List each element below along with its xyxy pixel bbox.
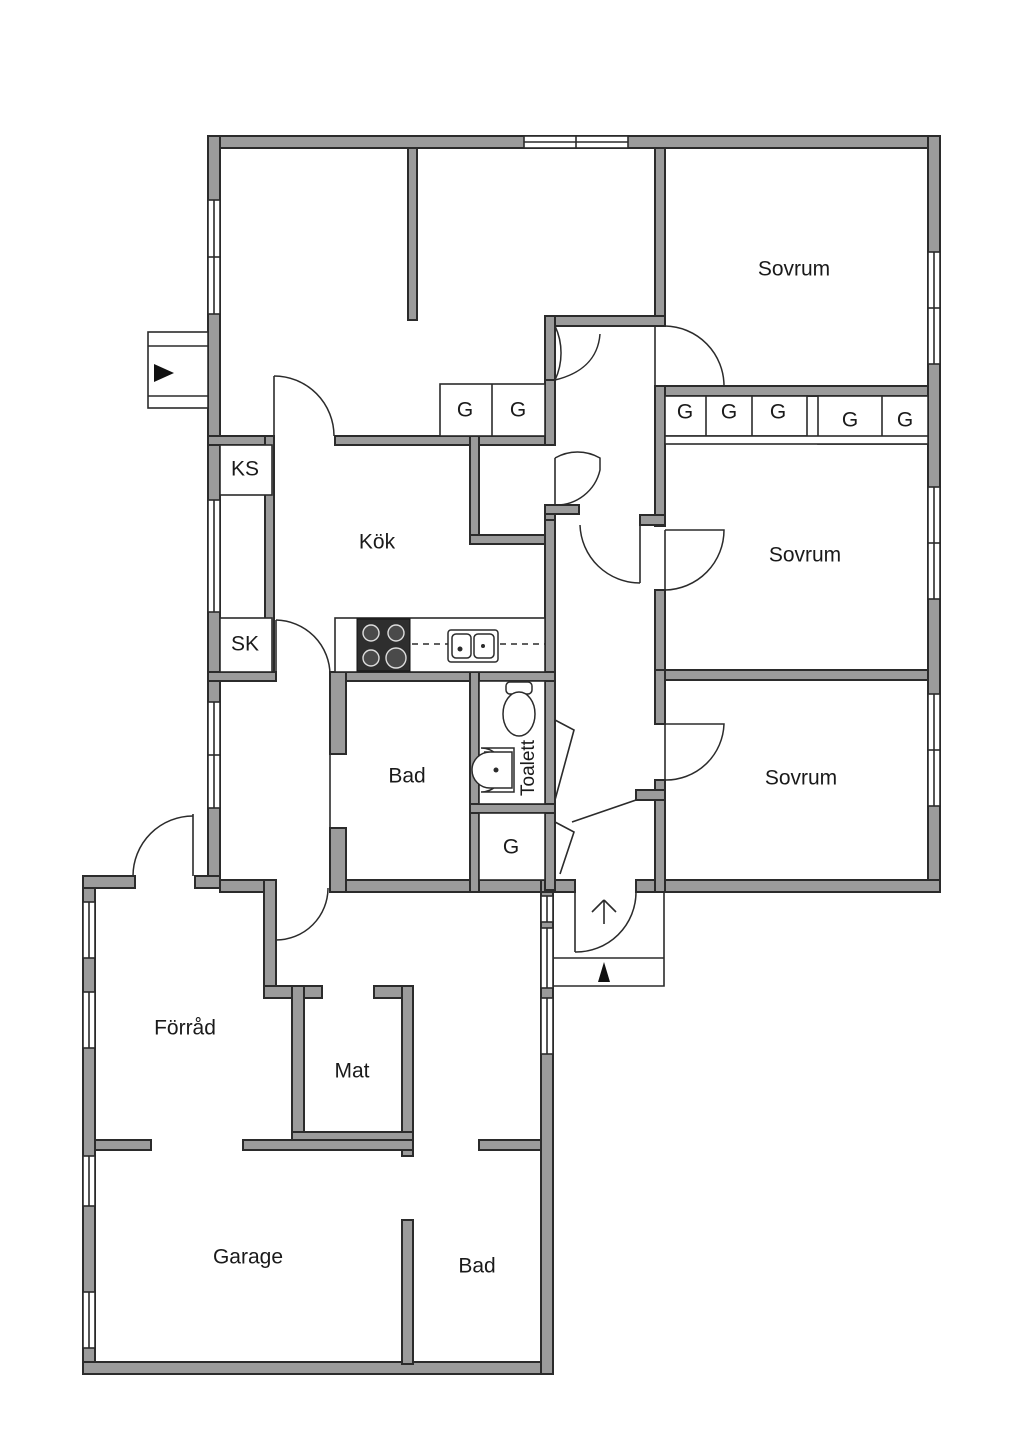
stove-icon	[356, 618, 411, 672]
room-label-sovrum-1: Sovrum	[758, 258, 830, 281]
room-label-toalett: Toalett	[518, 739, 539, 796]
closet-label-g: G	[897, 409, 913, 432]
door-hall-bottom	[571, 799, 637, 823]
door-bedroom-1	[654, 325, 725, 387]
door-sk	[275, 619, 331, 681]
front-steps	[553, 891, 665, 987]
window-mid-1	[540, 895, 554, 923]
window-right-1	[927, 251, 941, 365]
door-g-hall	[554, 821, 575, 875]
kitchen-counter	[334, 617, 546, 673]
door-hall-1	[554, 325, 601, 381]
room-label-kok: Kök	[359, 531, 396, 554]
window-left-2	[207, 499, 221, 613]
side-steps	[147, 331, 209, 409]
closet-labels: KS SK G G G G G G G G	[231, 399, 913, 859]
door-kok	[273, 375, 335, 437]
door-front-exterior	[574, 891, 637, 953]
entrance-arrow-icon	[598, 962, 610, 982]
door-forrad-exterior	[132, 814, 194, 877]
windows	[82, 135, 941, 1349]
door-hall-2	[579, 524, 641, 584]
toilet-icon	[502, 681, 536, 737]
window-garage-2	[82, 1291, 96, 1349]
closet-label-g: G	[721, 401, 737, 424]
closet-label-g: G	[457, 399, 473, 422]
room-label-sovrum-2: Sovrum	[769, 544, 841, 567]
door-toalett	[554, 719, 575, 801]
room-label-bad-upper: Bad	[388, 765, 425, 788]
window-mid-3	[540, 997, 554, 1055]
closet-label-g: G	[510, 399, 526, 422]
window-right-2	[927, 486, 941, 600]
window-top	[523, 135, 629, 149]
room-label-mat: Mat	[334, 1060, 369, 1083]
closet-label-g: G	[503, 836, 519, 859]
window-left-1	[207, 199, 221, 315]
closets	[219, 383, 929, 881]
door-bedroom-3	[664, 723, 725, 781]
room-labels: Sovrum Sovrum Sovrum Kök Bad Toalett För…	[154, 258, 841, 1278]
door-closet	[554, 451, 601, 506]
closet-label-g: G	[770, 401, 786, 424]
interior-walls	[94, 147, 929, 1365]
room-label-garage: Garage	[213, 1246, 283, 1269]
window-mid-2	[540, 927, 554, 989]
door-bedroom-2	[664, 529, 725, 591]
room-label-bad-lower: Bad	[458, 1255, 495, 1278]
sink-icon	[447, 629, 499, 663]
window-forrad-2	[82, 991, 96, 1049]
room-label-forrad: Förråd	[154, 1017, 216, 1040]
closet-label-g: G	[842, 409, 858, 432]
window-right-3	[927, 693, 941, 807]
closet-label-sk: SK	[231, 633, 259, 656]
doors	[132, 325, 725, 953]
window-garage-1	[82, 1155, 96, 1207]
side-entrance-arrow-icon	[154, 364, 174, 382]
closet-label-g: G	[677, 401, 693, 424]
closet-label-ks: KS	[231, 458, 259, 481]
room-label-sovrum-3: Sovrum	[765, 767, 837, 790]
door-garage-hall	[275, 887, 329, 941]
window-forrad-1	[82, 901, 96, 959]
window-left-3	[207, 701, 221, 809]
washbasin-icon	[471, 747, 515, 793]
